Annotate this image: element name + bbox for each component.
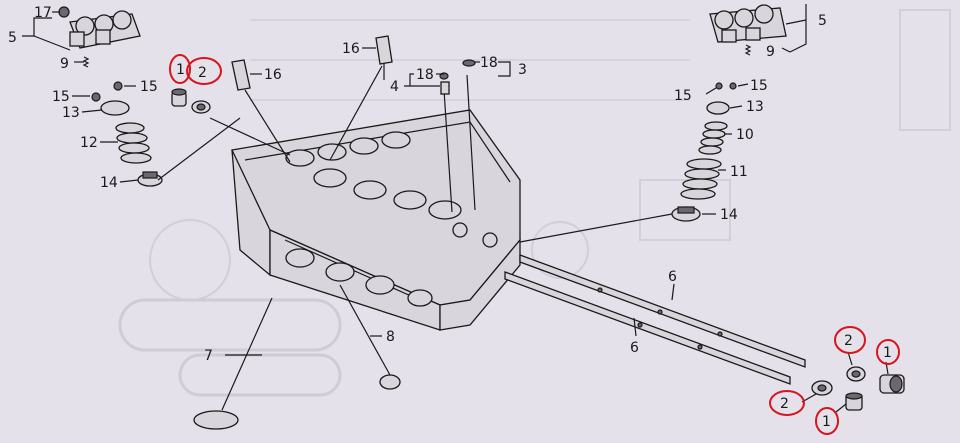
valves — [193, 284, 401, 430]
cylinder-head — [231, 109, 521, 331]
callout-15-left-a: 15 — [140, 79, 158, 95]
callout-16-top: 16 — [342, 41, 360, 57]
highlight-circle-left-1 — [169, 54, 191, 84]
callout-1-left: 1 — [176, 62, 185, 78]
callout-1-right-top: 1 — [883, 345, 892, 361]
right-valve-spring-stack — [671, 82, 737, 222]
callout-12: 12 — [80, 135, 98, 151]
highlight-circle-right-1-bottom — [815, 407, 839, 435]
callout-3: 3 — [518, 62, 527, 78]
callout-13-left: 13 — [62, 105, 80, 121]
right-seal-parts — [811, 366, 905, 411]
highlight-circle-right-2-bottom — [769, 390, 805, 416]
callout-14-right: 14 — [720, 207, 738, 223]
leader-lines — [22, 4, 889, 413]
callout-6-upper: 6 — [668, 269, 677, 285]
callout-2-right-top: 2 — [844, 333, 853, 349]
callout-14-left: 14 — [100, 175, 118, 191]
callout-labels: 17 5 9 15 15 13 12 14 1 2 16 16 4 18 18 … — [8, 5, 892, 430]
callout-13-right: 13 — [746, 99, 764, 115]
callout-8: 8 — [386, 329, 395, 345]
callout-11: 11 — [730, 164, 748, 180]
callout-9-right: 9 — [766, 44, 775, 60]
highlight-circle-right-2 — [834, 326, 866, 354]
callout-15-left-b: 15 — [52, 89, 70, 105]
callout-7: 7 — [204, 348, 213, 364]
left-seal-parts — [171, 88, 211, 114]
right-rocker-arm — [709, 4, 787, 56]
callout-5-left: 5 — [8, 30, 17, 46]
highlight-circle-left-2 — [186, 57, 222, 85]
callout-10: 10 — [736, 127, 754, 143]
highlight-circles — [169, 54, 900, 435]
callout-16-left: 16 — [264, 67, 282, 83]
valve-guides — [231, 35, 476, 213]
highlight-circle-right-1-top — [876, 339, 900, 365]
left-rocker-arm — [58, 6, 141, 68]
callout-4: 4 — [390, 79, 399, 95]
rocker-shafts — [504, 254, 806, 385]
callout-17-left: 17 — [34, 5, 52, 21]
callout-2-left: 2 — [198, 65, 207, 81]
callout-9-left: 9 — [60, 56, 69, 72]
callout-2-right-bottom: 2 — [780, 396, 789, 412]
callout-15-right-b: 15 — [674, 88, 692, 104]
callout-5-right: 5 — [818, 13, 827, 29]
callout-6-lower: 6 — [630, 340, 639, 356]
callout-15-right-a: 15 — [750, 78, 768, 94]
callout-18-a: 18 — [416, 67, 434, 83]
left-valve-spring-stack — [91, 81, 163, 187]
callout-1-right-bottom: 1 — [822, 414, 831, 430]
callout-18-b: 18 — [480, 55, 498, 71]
